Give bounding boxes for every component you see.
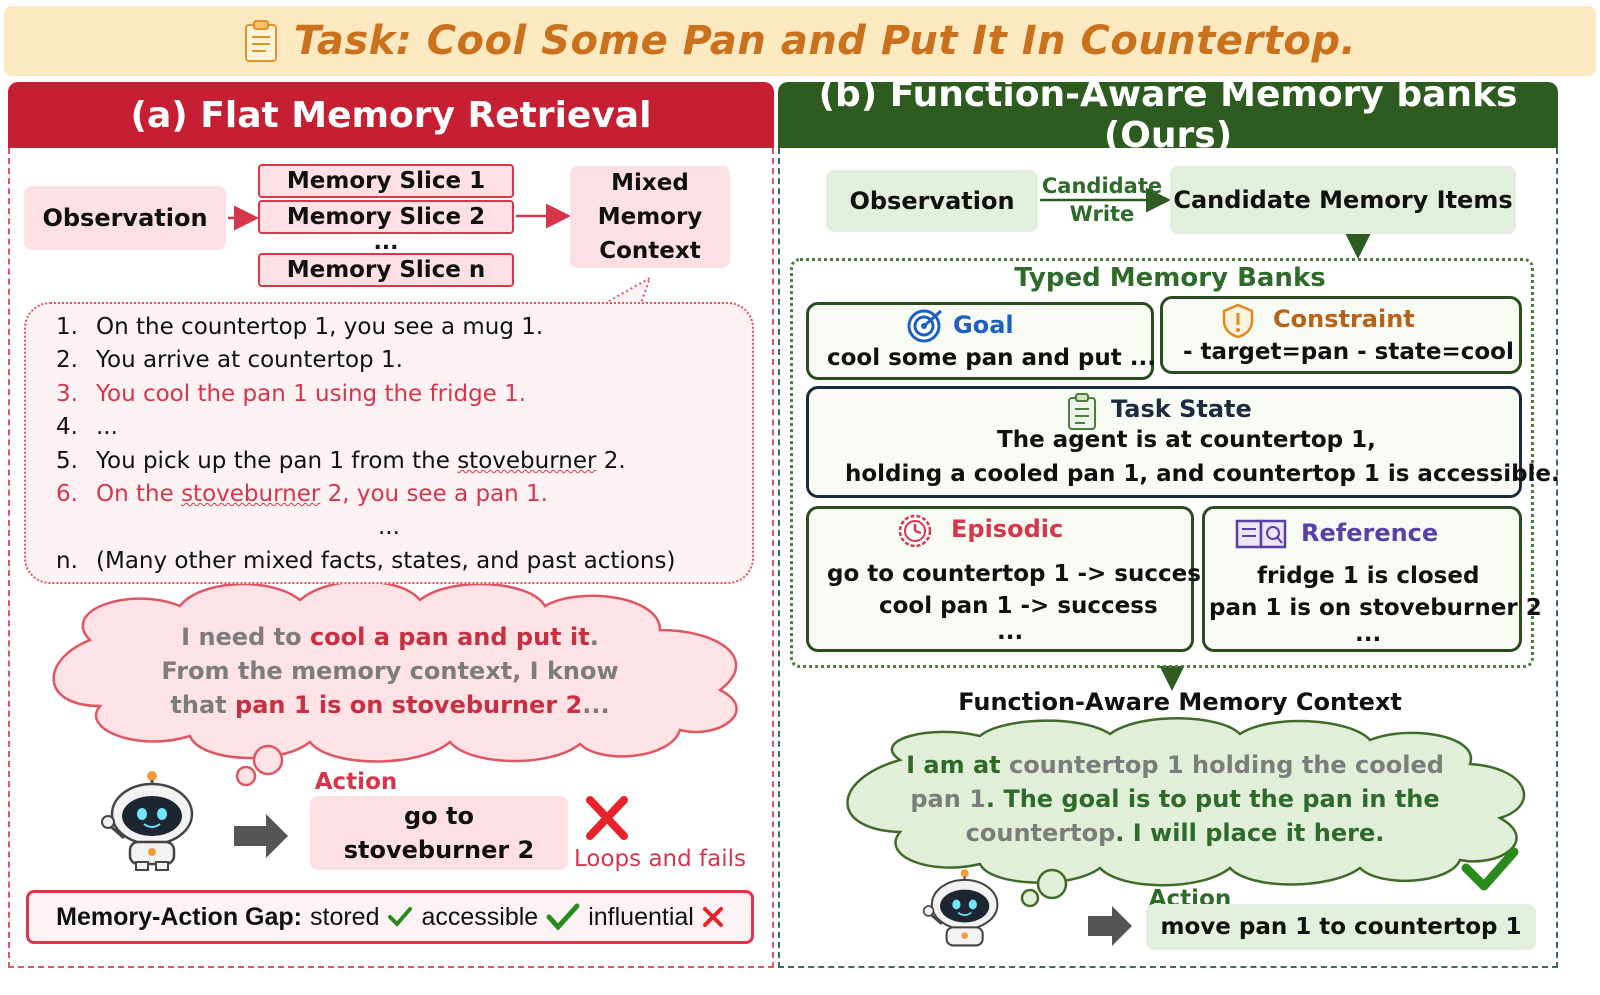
reference-line-1: fridge 1 is closed <box>1257 563 1480 589</box>
action-a-line-2: stoveburner 2 <box>343 836 535 864</box>
reference-title: Reference <box>1301 519 1439 547</box>
action-box-b: move pan 1 to countertop 1 <box>1146 904 1536 950</box>
gap-influential: influential <box>588 902 694 931</box>
memory-slice-1: Memory Slice 1 <box>258 164 514 198</box>
reference-line-3: ... <box>1355 621 1382 647</box>
thought-text-b: I am at countertop 1 holding the cooled … <box>880 744 1470 854</box>
panel-a-header: (a) Flat Memory Retrieval <box>8 82 774 148</box>
bubble-tail <box>599 275 652 307</box>
cross-icon <box>702 907 723 927</box>
fact-ellipsis: ... <box>378 514 400 540</box>
mixed-memory-context: Mixed Memory Context <box>570 166 730 268</box>
constraint-text: - target=pan - state=cool <box>1183 339 1514 365</box>
task-state-bank: Task State The agent is at countertop 1,… <box>806 386 1560 498</box>
action-label-a: Action <box>314 769 398 795</box>
thought-text-a: I need to cool a pan and put it. From th… <box>70 616 710 726</box>
warning-shield-icon <box>1222 303 1254 339</box>
thought-a-line-1: I need to cool a pan and put it. <box>181 623 599 651</box>
fact-item-highlight: 6.On the stoveburner 2, you see a pan 1. <box>56 481 548 507</box>
mixed-context-line-1: Mixed <box>611 170 689 196</box>
panel-b-frame <box>778 148 1558 968</box>
typed-memory-banks <box>790 258 1534 668</box>
episodic-bank: Episodic go to countertop 1 -> success c… <box>806 506 1215 652</box>
check-icon <box>546 903 580 931</box>
panel-b-header: (b) Function-Aware Memory banks (Ours) <box>778 74 1558 156</box>
fact-item: 2.You arrive at countertop 1. <box>56 347 403 373</box>
reference-bank: Reference fridge 1 is closed pan 1 is on… <box>1202 506 1542 652</box>
fail-label: Loops and fails <box>574 846 746 872</box>
constraint-bank: Constraint - target=pan - state=cool <box>1160 296 1522 374</box>
action-a-line-1: go to <box>404 802 474 830</box>
fact-item: 4.... <box>56 414 118 440</box>
robot-a-icon <box>101 771 194 871</box>
episodic-title: Episodic <box>951 515 1064 543</box>
thought-a-line-3: that pan 1 is on stoveburner 2... <box>170 691 610 719</box>
panel-b-title: (b) Function-Aware Memory banks (Ours) <box>818 74 1518 156</box>
goal-title: Goal <box>953 311 1014 339</box>
task-state-line-2: holding a cooled pan 1, and countertop 1… <box>845 461 1560 487</box>
episodic-line-3: ... <box>997 619 1024 645</box>
action-arrow-a <box>234 814 288 858</box>
memory-slice-2: Memory Slice 2 <box>258 200 514 234</box>
action-arrow-b <box>1088 906 1132 946</box>
task-state-title: Task State <box>1111 395 1252 423</box>
candidate-memory-items: Candidate Memory Items <box>1170 166 1516 234</box>
typed-memory-banks-title: Typed Memory Banks <box>1014 263 1326 293</box>
success-check-icon <box>1461 847 1519 891</box>
function-aware-context-label: Function-Aware Memory Context <box>958 688 1402 716</box>
fail-x-icon <box>586 796 628 840</box>
candidate-write-label: Candidate Write <box>1040 170 1164 230</box>
observation-box-a: Observation <box>24 186 226 250</box>
candidate-write-line-2: Write <box>1069 202 1135 226</box>
fact-list: 1.On the countertop 1, you see a mug 1. … <box>24 302 754 584</box>
episodic-line-1: go to countertop 1 -> success <box>827 561 1215 587</box>
memory-slice-n: Memory Slice n <box>258 253 514 287</box>
episodic-line-2: cool pan 1 -> success <box>879 593 1158 619</box>
action-box-a: go to stoveburner 2 <box>310 796 568 870</box>
book-icon <box>1235 519 1287 549</box>
fact-item: 5.You pick up the pan 1 from the stovebu… <box>56 448 626 474</box>
thought-b-line-1: I am at countertop 1 holding the cooled <box>906 751 1444 779</box>
task-state-line-1: The agent is at countertop 1, <box>997 427 1376 453</box>
mixed-context-line-3: Context <box>599 238 701 264</box>
panel-a-frame <box>8 148 774 968</box>
checklist-icon <box>1068 393 1096 430</box>
fact-item: n.(Many other mixed facts, states, and p… <box>56 548 676 574</box>
gap-stored: stored <box>310 902 380 931</box>
clipboard-icon <box>244 20 277 62</box>
target-icon <box>907 309 942 343</box>
thought-b-line-2: pan 1. The goal is to put the pan in the <box>910 785 1440 813</box>
goal-text: cool some pan and put ... <box>827 345 1156 371</box>
task-title: Task: Cool Some Pan and Put It In Counte… <box>293 18 1357 64</box>
mixed-context-line-2: Memory <box>597 204 703 230</box>
fact-item: 1.On the countertop 1, you see a mug 1. <box>56 314 544 340</box>
candidate-write-line-1: Candidate <box>1041 174 1163 198</box>
memory-slice-ellipsis: ... <box>373 229 399 255</box>
thought-cloud-b <box>846 717 1526 908</box>
robot-b-icon <box>922 869 999 947</box>
panel-a-title: (a) Flat Memory Retrieval <box>130 94 652 136</box>
task-banner: Task: Cool Some Pan and Put It In Counte… <box>4 6 1596 76</box>
gap-title: Memory-Action Gap: <box>56 902 302 931</box>
fact-item-highlight: 3.You cool the pan 1 using the fridge 1. <box>56 381 527 407</box>
clock-icon <box>898 514 932 548</box>
check-icon <box>388 907 413 927</box>
memory-action-gap: Memory-Action Gap: stored accessible inf… <box>26 890 754 944</box>
goal-bank: Goal cool some pan and put ... <box>806 302 1156 380</box>
thought-b-line-3: countertop. I will place it here. <box>965 819 1385 847</box>
observation-box-b: Observation <box>826 170 1038 232</box>
thought-a-line-2: From the memory context, I know <box>161 657 619 685</box>
gap-accessible: accessible <box>421 902 539 931</box>
constraint-title: Constraint <box>1273 305 1415 333</box>
thought-cloud-a <box>52 580 738 787</box>
reference-line-2: pan 1 is on stoveburner 2 <box>1209 595 1542 621</box>
